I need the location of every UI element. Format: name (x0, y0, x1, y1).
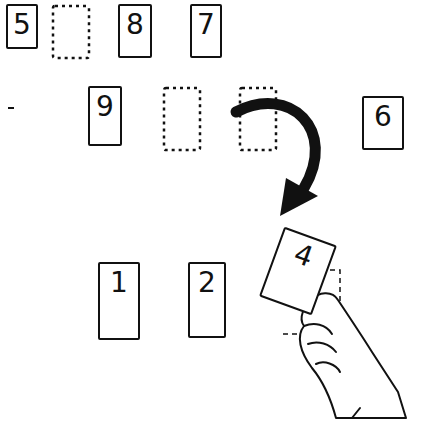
finger (304, 324, 332, 334)
card-number: 8 (126, 6, 144, 41)
number-card: 9 (88, 86, 122, 146)
card-number: 2 (198, 264, 216, 299)
number-card: 6 (362, 96, 404, 150)
number-card: 5 (6, 4, 38, 49)
hand-outline (300, 293, 406, 418)
number-card: 7 (190, 4, 222, 58)
card-number: 5 (13, 6, 31, 41)
empty-slot (240, 88, 276, 150)
move-arrow (236, 104, 315, 188)
empty-slot (53, 6, 89, 58)
card-number: 1 (110, 264, 128, 299)
finger (308, 342, 336, 352)
card-number: 6 (374, 98, 392, 133)
cuff (352, 408, 360, 418)
number-card: 2 (188, 262, 226, 338)
card-number: 7 (197, 6, 215, 41)
arrow-head (280, 178, 318, 216)
empty-slots (53, 6, 276, 150)
empty-slot (164, 88, 200, 150)
card-number: 4 (290, 235, 319, 274)
card-number: 9 (96, 88, 114, 123)
hand (300, 293, 406, 418)
finger (316, 362, 340, 372)
edge-mark (8, 107, 14, 109)
number-card: 1 (98, 262, 140, 340)
number-card: 8 (118, 4, 152, 58)
